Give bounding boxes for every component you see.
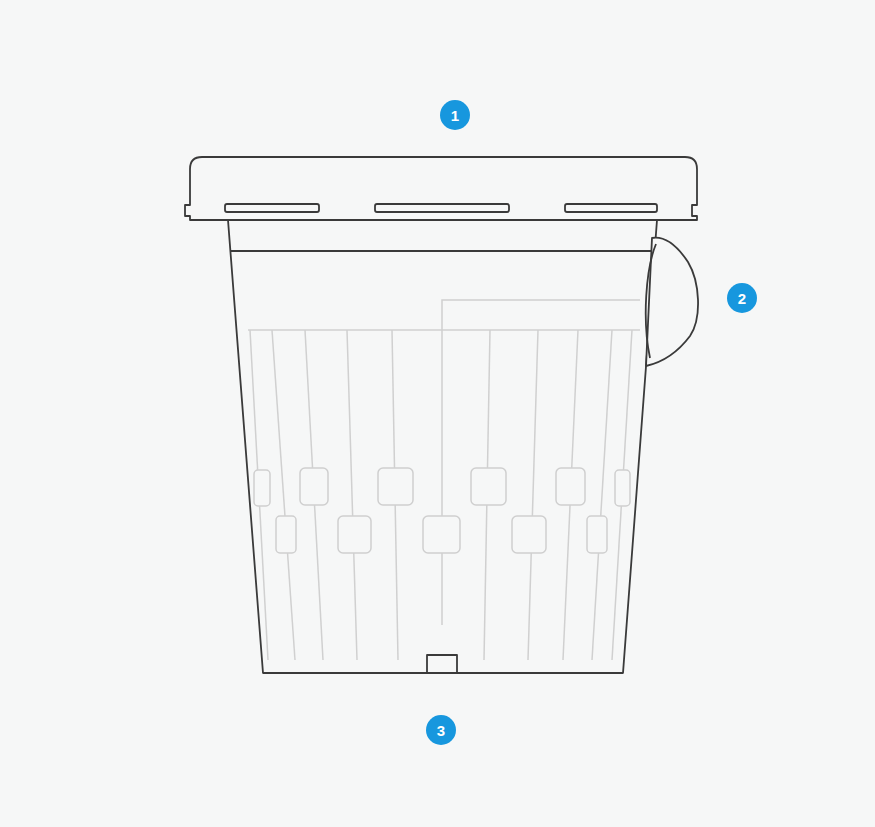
callout-badge: 3 [426, 715, 456, 745]
callout-number: 2 [738, 291, 746, 306]
callout-badge: 1 [440, 100, 470, 130]
callout-number: 3 [437, 723, 445, 738]
callout-number: 1 [451, 108, 459, 123]
callout-badge: 2 [727, 283, 757, 313]
container-outline [185, 157, 698, 673]
